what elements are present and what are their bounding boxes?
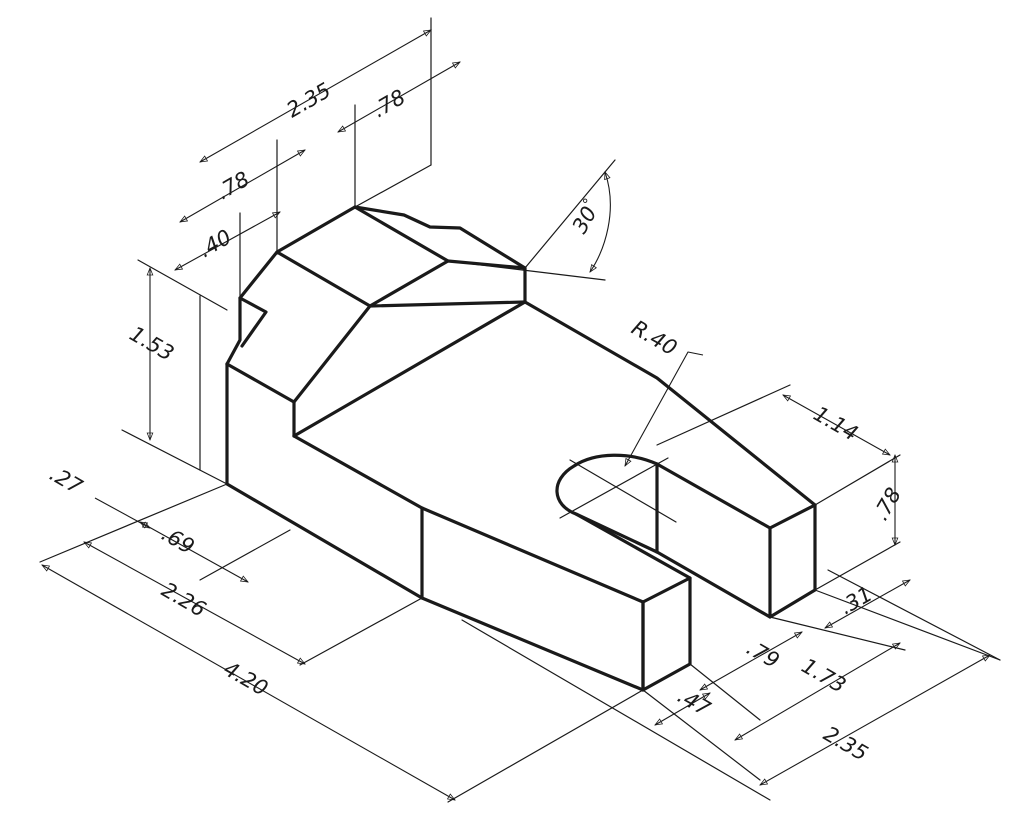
dim-leader-r40 [624,351,704,467]
top-block-left [238,250,372,404]
label-top-235: 2.35 [283,78,336,122]
label-top-078-right: .78 [369,85,410,122]
front-left-edges [225,362,645,692]
slot-arc [555,453,659,554]
dim-line-114 [782,394,891,456]
label-angle-30: 30° [567,196,606,238]
top-right-edge [523,300,817,507]
right-block [655,462,817,619]
part-outline [225,205,817,692]
dim-line-031 [824,579,911,629]
dim-line-420 [41,564,456,801]
front-upper-ridge [292,434,645,604]
label-right-079: .79 [743,636,784,673]
left-wall-top [225,362,296,438]
label-bottom-420: 4.20 [220,657,273,701]
front-small-block [641,576,692,692]
label-radius-r40: R.40 [628,316,682,361]
extension-lines [39,17,1001,803]
dim-line-top-078r [337,61,461,133]
dimension-lines [41,29,991,801]
dim-line-069 [139,521,249,583]
label-right-031: .31 [836,582,877,619]
right-block-bottom [655,550,772,619]
label-bottom-069: .69 [158,522,199,559]
label-bottom-027: .27 [46,462,87,500]
dim-line-079 [699,631,803,691]
dim-line-top-078l [179,149,306,223]
label-bottom-226: 2.26 [158,578,211,622]
dim-line-top-040 [174,211,281,271]
dimension-labels: 2.35 .78 .78 .40 1.53 30° R.40 1.14 .78 … [46,78,907,766]
label-right-047: .47 [674,684,715,722]
dim-line-047 [654,692,711,726]
notch-profile [225,296,268,366]
top-block-right [353,205,527,304]
slanted-face-edge [292,300,527,438]
label-right-173: 1.73 [798,654,851,698]
label-top-078-left: .78 [213,167,254,204]
slot-lower-edge [574,512,692,580]
label-top-040: .40 [195,225,236,262]
hole-centerlines [559,457,677,523]
label-right-078: .78 [869,484,906,525]
dim-line-235right [759,654,991,786]
dim-line-top-235 [199,29,432,163]
top-block-ridge [275,205,450,308]
label-height-153: 1.53 [126,322,179,366]
label-right-114: 1.14 [810,402,863,446]
label-right-235: 2.35 [820,722,873,766]
dim-arc-30 [589,171,611,273]
top-block-diag2 [368,300,527,308]
